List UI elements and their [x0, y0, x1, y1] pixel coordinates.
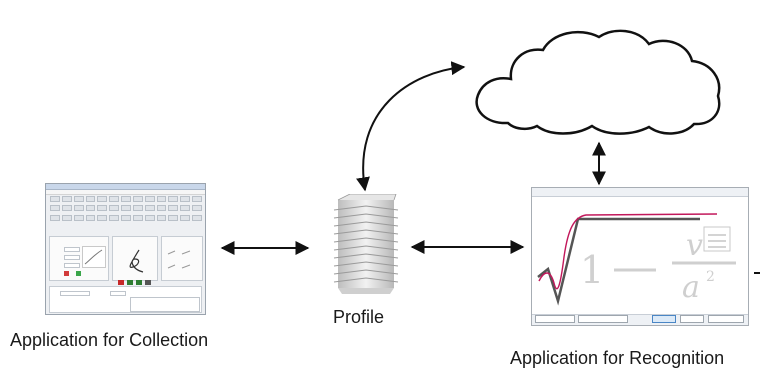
ink-sample-panel: [112, 236, 158, 281]
window-statusbar: [532, 314, 748, 325]
recognized-formula: 1 v 2 a 2: [537, 213, 736, 306]
color-buttons-row: [118, 280, 151, 285]
label-application-for-recognition: Application for Recognition: [510, 348, 725, 368]
svg-text:v: v: [686, 228, 703, 263]
symbol-button-grid: [50, 196, 202, 222]
cloud-icon: [475, 29, 721, 135]
recognition-app-screenshot: 1 v 2 a 2: [531, 187, 749, 326]
window-menubar: [46, 190, 205, 195]
template-panel: [161, 236, 203, 281]
session-panel: [49, 286, 202, 313]
arrow-profile-cloud: [356, 61, 466, 192]
writer-info-panel: [49, 236, 109, 281]
svg-text:2: 2: [706, 269, 715, 285]
svg-text:1: 1: [580, 248, 604, 292]
label-application-for-collection: Application for Collection: [10, 330, 209, 350]
collection-app-screenshot: [45, 183, 206, 315]
window-titlebar: [46, 184, 205, 190]
svg-text:a: a: [682, 270, 700, 305]
label-profile: Profile: [333, 307, 385, 327]
recognition-side-dash: [754, 272, 760, 274]
folded-paper-stack-icon: [333, 194, 399, 294]
window-titlebar: [532, 188, 748, 197]
